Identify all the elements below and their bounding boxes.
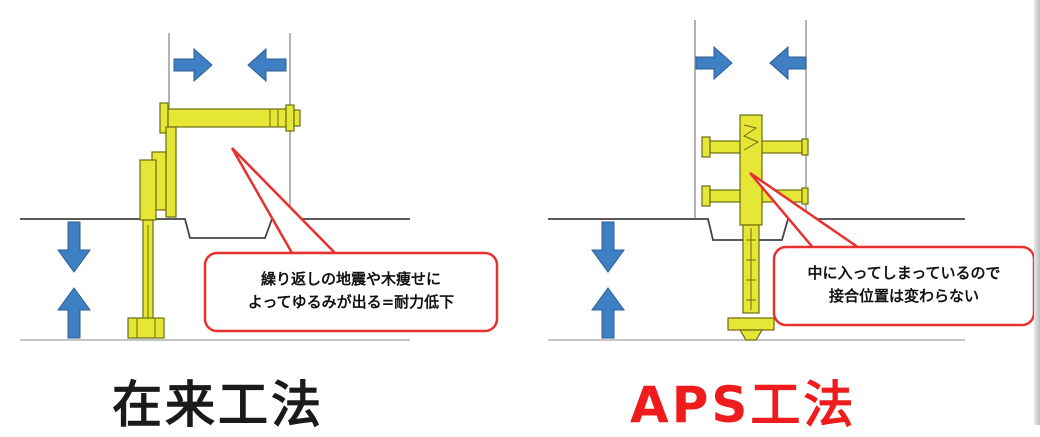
right-anchor-nut	[727, 317, 775, 341]
left-callout-box	[203, 251, 499, 333]
right-callout-line-2: 接合位置は変わらない	[828, 287, 979, 305]
left-hold-down-bracket	[139, 126, 177, 321]
right-panel	[548, 20, 1036, 341]
right-arrow-left-icon	[769, 45, 807, 81]
left-callout-line-1: 繰り返しの地震や木痩せに	[260, 270, 441, 288]
right-internal-connector	[739, 114, 763, 314]
left-callout	[203, 147, 499, 333]
right-method-title: APS工法	[630, 376, 857, 434]
left-arrow-right-icon	[173, 47, 213, 83]
left-method-title: 在来工法	[112, 376, 324, 434]
right-arrow-right-icon	[695, 45, 733, 81]
page-right-border	[1034, 0, 1040, 425]
right-callout-line-1: 中に入ってしまっているので	[807, 264, 1001, 282]
left-arrow-left-icon	[247, 47, 287, 83]
left-anchor-nut	[127, 317, 165, 339]
right-arrow-up-icon	[591, 287, 625, 339]
left-callout-line-2: よってゆるみが出る=耐力低下	[247, 293, 455, 311]
right-callout-text: 中に入ってしまっているので 接合位置は変わらない	[776, 262, 1032, 308]
left-arrow-up-icon	[57, 287, 91, 339]
left-horizontal-bolt	[159, 102, 301, 134]
left-panel	[20, 33, 499, 341]
right-arrow-down-icon	[591, 221, 625, 273]
left-callout-text: 繰り返しの地震や木痩せに よってゆるみが出る=耐力低下	[208, 268, 494, 314]
left-arrow-down-icon	[57, 221, 91, 273]
